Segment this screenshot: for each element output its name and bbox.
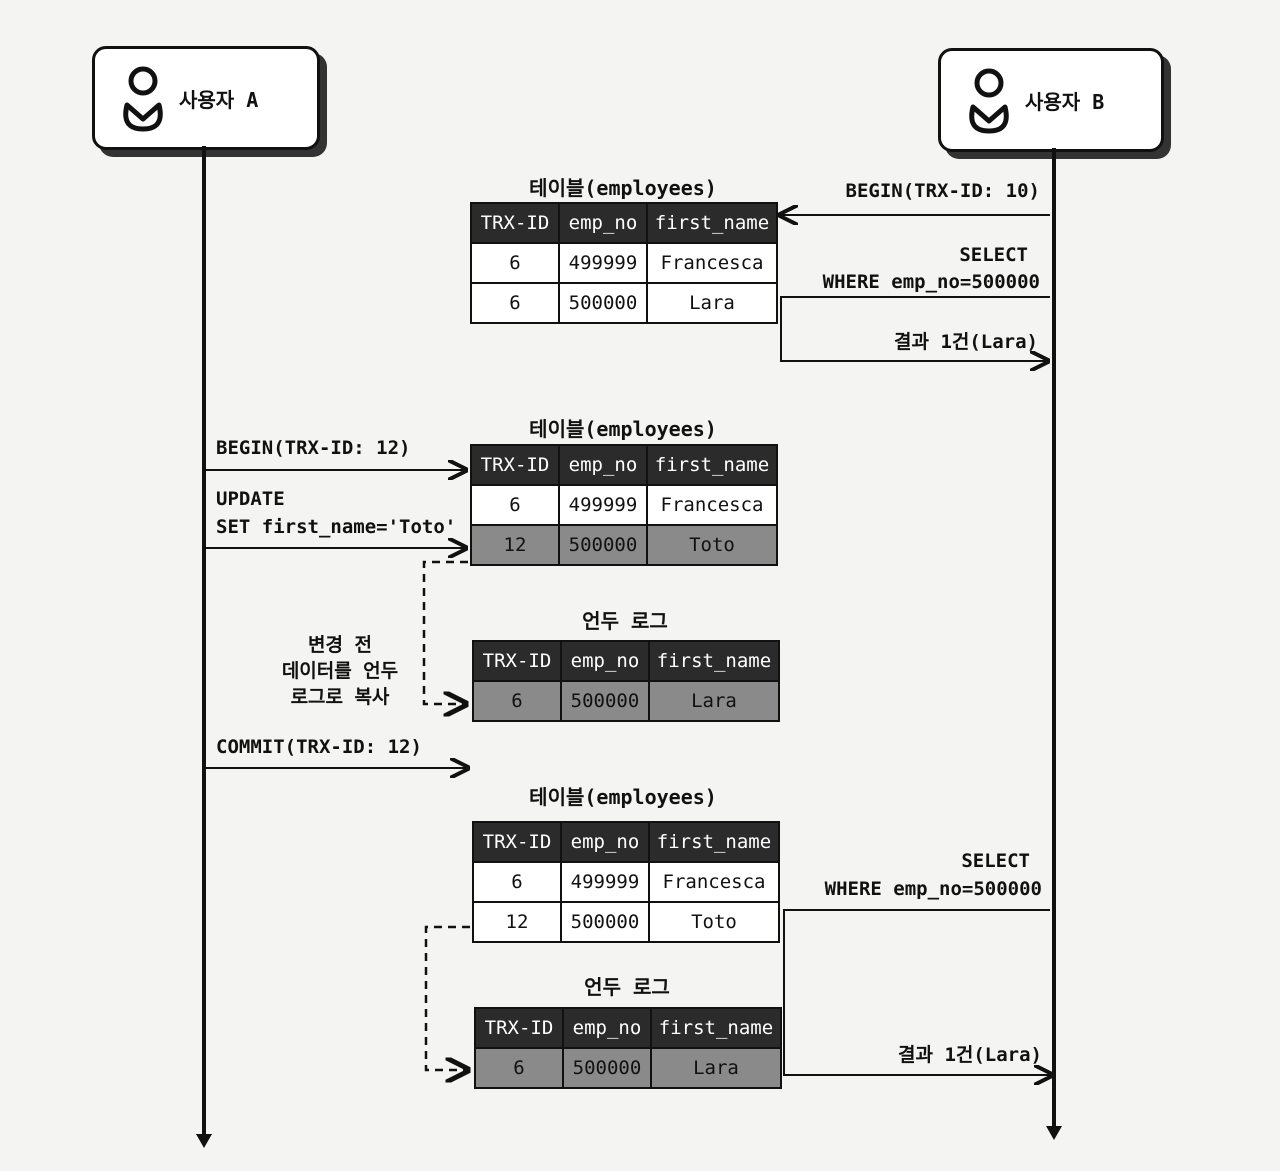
col-first-name: first_name: [646, 444, 778, 486]
col-emp-no: emp_no: [558, 444, 648, 486]
table2: TRX-ID emp_no first_name 6 499999 France…: [470, 444, 778, 566]
cell: 6: [472, 680, 562, 722]
table-row: 6 499999 Francesca: [470, 484, 778, 526]
user-a-begin-label: BEGIN(TRX-ID: 12): [216, 437, 411, 459]
cell: Francesca: [648, 861, 780, 903]
cell: 500000: [558, 282, 648, 324]
user-a-box: 사용자 A: [92, 46, 320, 150]
col-first-name: first_name: [646, 202, 778, 244]
col-first-name: first_name: [648, 640, 780, 682]
table2-title: 테이블(employees): [529, 417, 717, 441]
user-icon: [969, 68, 1009, 134]
col-trx-id: TRX-ID: [470, 444, 560, 486]
copy-undo-line1: 변경 전: [308, 634, 372, 656]
cell: 6: [470, 282, 560, 324]
table-header: TRX-ID emp_no first_name: [472, 821, 780, 863]
col-emp-no: emp_no: [558, 202, 648, 244]
user-b-result1-label: 결과 1건(Lara): [894, 331, 1038, 353]
user-a-name: 사용자 A: [179, 87, 259, 112]
user-a-update-line1: UPDATE: [216, 488, 285, 510]
cell: 500000: [560, 901, 650, 943]
user-a-update-line2: SET first_name='Toto': [216, 516, 457, 538]
cell: Toto: [648, 901, 780, 943]
col-trx-id: TRX-ID: [472, 640, 562, 682]
user-b-lifeline: [1052, 148, 1056, 1128]
user-b-begin-label: BEGIN(TRX-ID: 10): [845, 180, 1040, 202]
cell: 6: [472, 861, 562, 903]
table-header: TRX-ID emp_no first_name: [470, 202, 778, 244]
cell: Francesca: [646, 484, 778, 526]
cell: 12: [470, 524, 560, 566]
undo-log2: TRX-ID emp_no first_name 6 500000 Lara: [474, 1007, 782, 1089]
table-row: 6 500000 Lara: [472, 680, 780, 722]
cell: 500000: [558, 524, 648, 566]
table3: TRX-ID emp_no first_name 6 499999 France…: [472, 821, 780, 943]
cell: Toto: [646, 524, 778, 566]
cell: Francesca: [646, 242, 778, 284]
table-row: 6 500000 Lara: [470, 282, 778, 324]
table1: TRX-ID emp_no first_name 6 499999 France…: [470, 202, 778, 324]
cell: 6: [474, 1047, 564, 1089]
user-a-lifeline: [202, 146, 206, 1136]
table-header: TRX-ID emp_no first_name: [474, 1007, 782, 1049]
copy-undo-line3: 로그로 복사: [290, 686, 390, 708]
table-row: 6 499999 Francesca: [470, 242, 778, 284]
copy-undo-line2: 데이터를 언두: [281, 660, 399, 682]
user-b-result2-label: 결과 1건(Lara): [898, 1044, 1042, 1066]
col-trx-id: TRX-ID: [470, 202, 560, 244]
col-trx-id: TRX-ID: [472, 821, 562, 863]
user-a-lifeline-arrow: [196, 1134, 212, 1148]
user-b-box: 사용자 B: [938, 48, 1164, 152]
undo-log2-title: 언두 로그: [584, 975, 670, 999]
table-row-updated: 12 500000 Toto: [470, 524, 778, 566]
col-emp-no: emp_no: [562, 1007, 652, 1049]
table1-title: 테이블(employees): [529, 176, 717, 200]
user-b-select2-line1: SELECT: [961, 850, 1030, 872]
cell: 500000: [562, 1047, 652, 1089]
table-row: 6 499999 Francesca: [472, 861, 780, 903]
user-b-name: 사용자 B: [1025, 89, 1105, 114]
cell: 499999: [560, 861, 650, 903]
user-b-select2-line2: WHERE emp_no=500000: [824, 878, 1042, 900]
cell: 499999: [558, 242, 648, 284]
undo-log1-title: 언두 로그: [582, 609, 668, 633]
user-b-lifeline-arrow: [1046, 1126, 1062, 1140]
table3-title: 테이블(employees): [529, 785, 717, 809]
cell: 6: [470, 242, 560, 284]
table-header: TRX-ID emp_no first_name: [472, 640, 780, 682]
col-first-name: first_name: [648, 821, 780, 863]
table-row: 6 500000 Lara: [474, 1047, 782, 1089]
col-trx-id: TRX-ID: [474, 1007, 564, 1049]
cell: Lara: [650, 1047, 782, 1089]
cell: 12: [472, 901, 562, 943]
table-header: TRX-ID emp_no first_name: [470, 444, 778, 486]
cell: 6: [470, 484, 560, 526]
user-b-select1-line1: SELECT: [959, 244, 1028, 266]
user-a-commit-label: COMMIT(TRX-ID: 12): [216, 736, 422, 758]
user-b-select1-line2: WHERE emp_no=500000: [822, 271, 1040, 293]
col-emp-no: emp_no: [560, 821, 650, 863]
col-first-name: first_name: [650, 1007, 782, 1049]
col-emp-no: emp_no: [560, 640, 650, 682]
table-row: 12 500000 Toto: [472, 901, 780, 943]
user-icon: [123, 66, 163, 132]
cell: 499999: [558, 484, 648, 526]
cell: 500000: [560, 680, 650, 722]
cell: Lara: [646, 282, 778, 324]
cell: Lara: [648, 680, 780, 722]
undo-log1: TRX-ID emp_no first_name 6 500000 Lara: [472, 640, 780, 722]
